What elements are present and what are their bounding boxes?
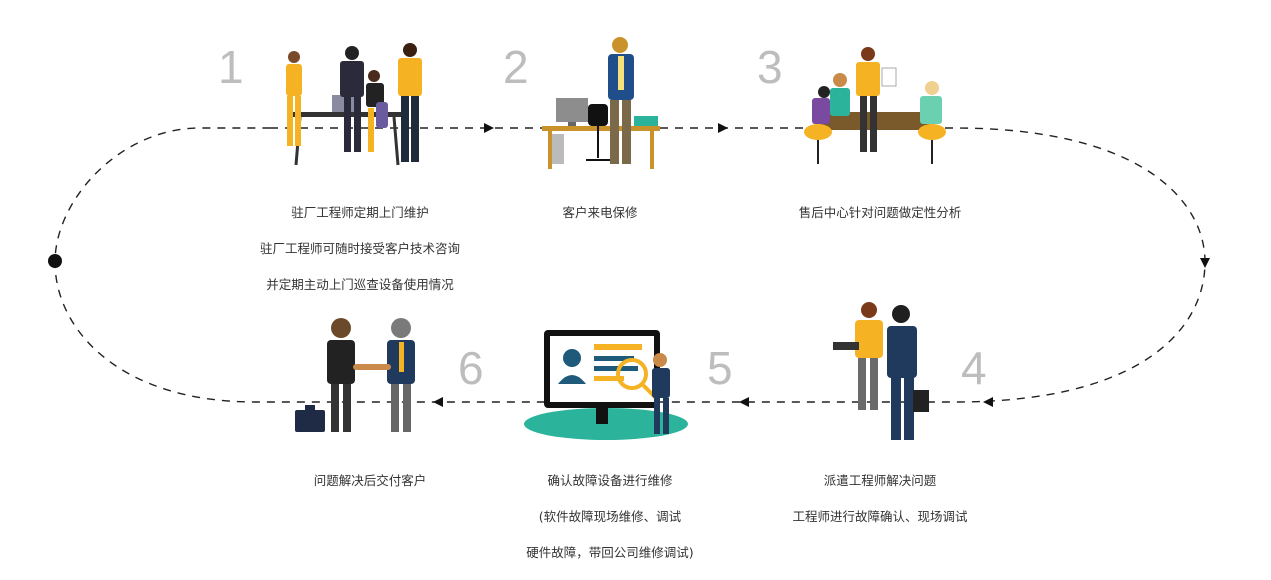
caption-line: 工程师进行故障确认、现场调试	[792, 509, 968, 524]
step-number: 1	[218, 41, 244, 93]
step-caption: 确认故障设备进行维修 (软件故障现场维修、调试 硬件故障，带回公司维修调试)	[495, 454, 725, 580]
caption-line: 驻厂工程师可随时接受客户技术咨询	[259, 241, 460, 256]
arrow-icon	[433, 397, 443, 407]
caption-line: (软件故障现场维修、调试	[538, 509, 682, 524]
team-meeting-illustration	[286, 43, 422, 166]
caption-line: 硬件故障，带回公司维修调试)	[526, 545, 694, 560]
caption-line: 并定期主动上门巡查设备使用情况	[266, 277, 454, 292]
arrow-icon	[983, 397, 993, 407]
start-dot	[48, 254, 62, 268]
step-caption: 售后中心针对问题做定性分析	[770, 186, 990, 240]
step-number: 5	[707, 342, 733, 394]
arrow-icon	[718, 123, 728, 133]
step-number: 6	[458, 342, 484, 394]
engineer-dispatch-illustration	[833, 302, 929, 440]
arrow-icon	[1200, 258, 1210, 268]
step-number: 3	[757, 41, 783, 93]
repair-diagnosis-illustration	[524, 330, 688, 440]
service-process-diagram: 1 2 3 4 5 6 驻厂工程师定期上门维护 驻厂工程师可随时接受客户技术咨询…	[48, 37, 1210, 560]
caption-line: 派遣工程师解决问题	[823, 473, 937, 488]
process-flow-loop	[48, 123, 1210, 407]
step-caption: 客户来电保修	[500, 186, 700, 240]
step-number: 2	[503, 41, 529, 93]
arrow-icon	[484, 123, 494, 133]
arrow-icon	[739, 397, 749, 407]
customer-call-illustration	[542, 37, 660, 169]
step-caption: 问题解决后交付客户	[270, 454, 470, 508]
step-caption: 派遣工程师解决问题 工程师进行故障确认、现场调试	[770, 454, 990, 544]
caption-line: 问题解决后交付客户	[313, 473, 427, 488]
flow-line	[54, 127, 1206, 403]
caption-line: 确认故障设备进行维修	[547, 473, 673, 488]
step-caption: 驻厂工程师定期上门维护 驻厂工程师可随时接受客户技术咨询 并定期主动上门巡查设备…	[230, 186, 490, 312]
caption-line: 驻厂工程师定期上门维护	[291, 205, 429, 220]
analysis-meeting-illustration	[804, 47, 946, 164]
caption-line: 客户来电保修	[562, 205, 638, 220]
caption-line: 售后中心针对问题做定性分析	[798, 205, 962, 220]
handshake-illustration	[295, 318, 415, 432]
step-number: 4	[961, 342, 987, 394]
